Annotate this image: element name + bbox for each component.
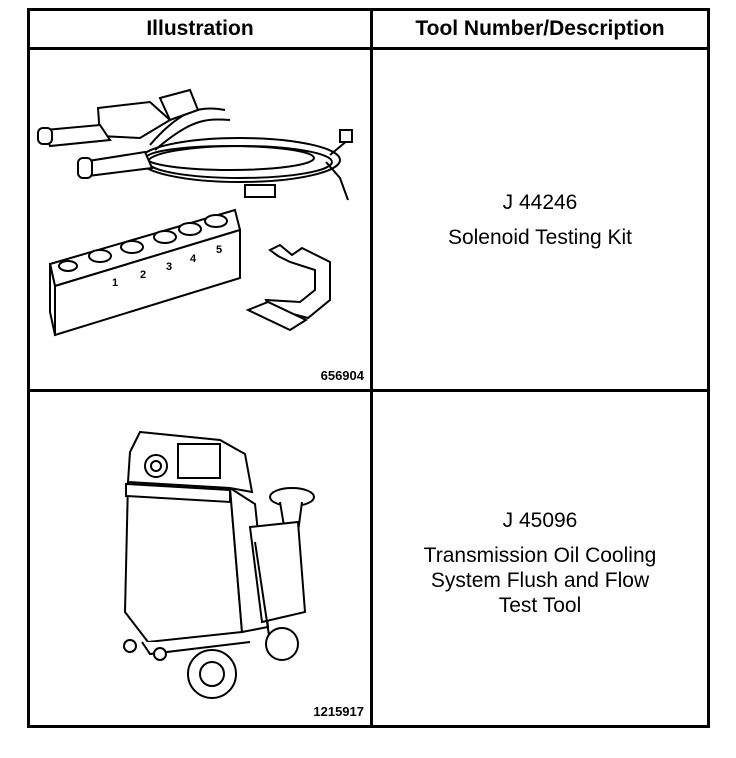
header-tool-description: Tool Number/Description xyxy=(415,17,665,40)
column-divider xyxy=(370,11,373,725)
block-label-4: 4 xyxy=(190,253,197,265)
block-label-3: 3 xyxy=(166,261,172,273)
figure-id: 656904 xyxy=(320,368,364,383)
solenoid-testing-kit-illustration: 1 2 3 4 5 xyxy=(37,88,353,337)
block-label-1: 1 xyxy=(112,277,118,289)
tool-number: J 44246 xyxy=(502,191,578,214)
row-divider xyxy=(30,389,707,392)
header-illustration: Illustration xyxy=(146,17,254,40)
tool-description-line-1: Transmission Oil Cooling xyxy=(423,544,657,567)
block-label-2: 2 xyxy=(140,269,146,281)
header-divider xyxy=(30,47,707,50)
row-flush-tool: 1215917 xyxy=(30,392,370,725)
tool-number: J 45096 xyxy=(502,509,578,532)
figure-id: 1215917 xyxy=(313,704,364,719)
description-cell-1: J 44246 Solenoid Testing Kit xyxy=(373,191,707,250)
tool-description-line-3: Test Tool xyxy=(498,594,582,617)
row-solenoid-kit: 1 2 3 4 5 656904 xyxy=(30,50,370,389)
flush-flow-test-tool-illustration xyxy=(123,430,315,699)
tool-table: Illustration Tool Number/Description xyxy=(27,8,710,728)
block-label-5: 5 xyxy=(216,244,222,256)
tool-description: Solenoid Testing Kit xyxy=(447,226,633,249)
description-cell-2: J 45096 Transmission Oil Cooling System … xyxy=(373,509,707,618)
tool-description-line-2: System Flush and Flow xyxy=(430,569,650,592)
